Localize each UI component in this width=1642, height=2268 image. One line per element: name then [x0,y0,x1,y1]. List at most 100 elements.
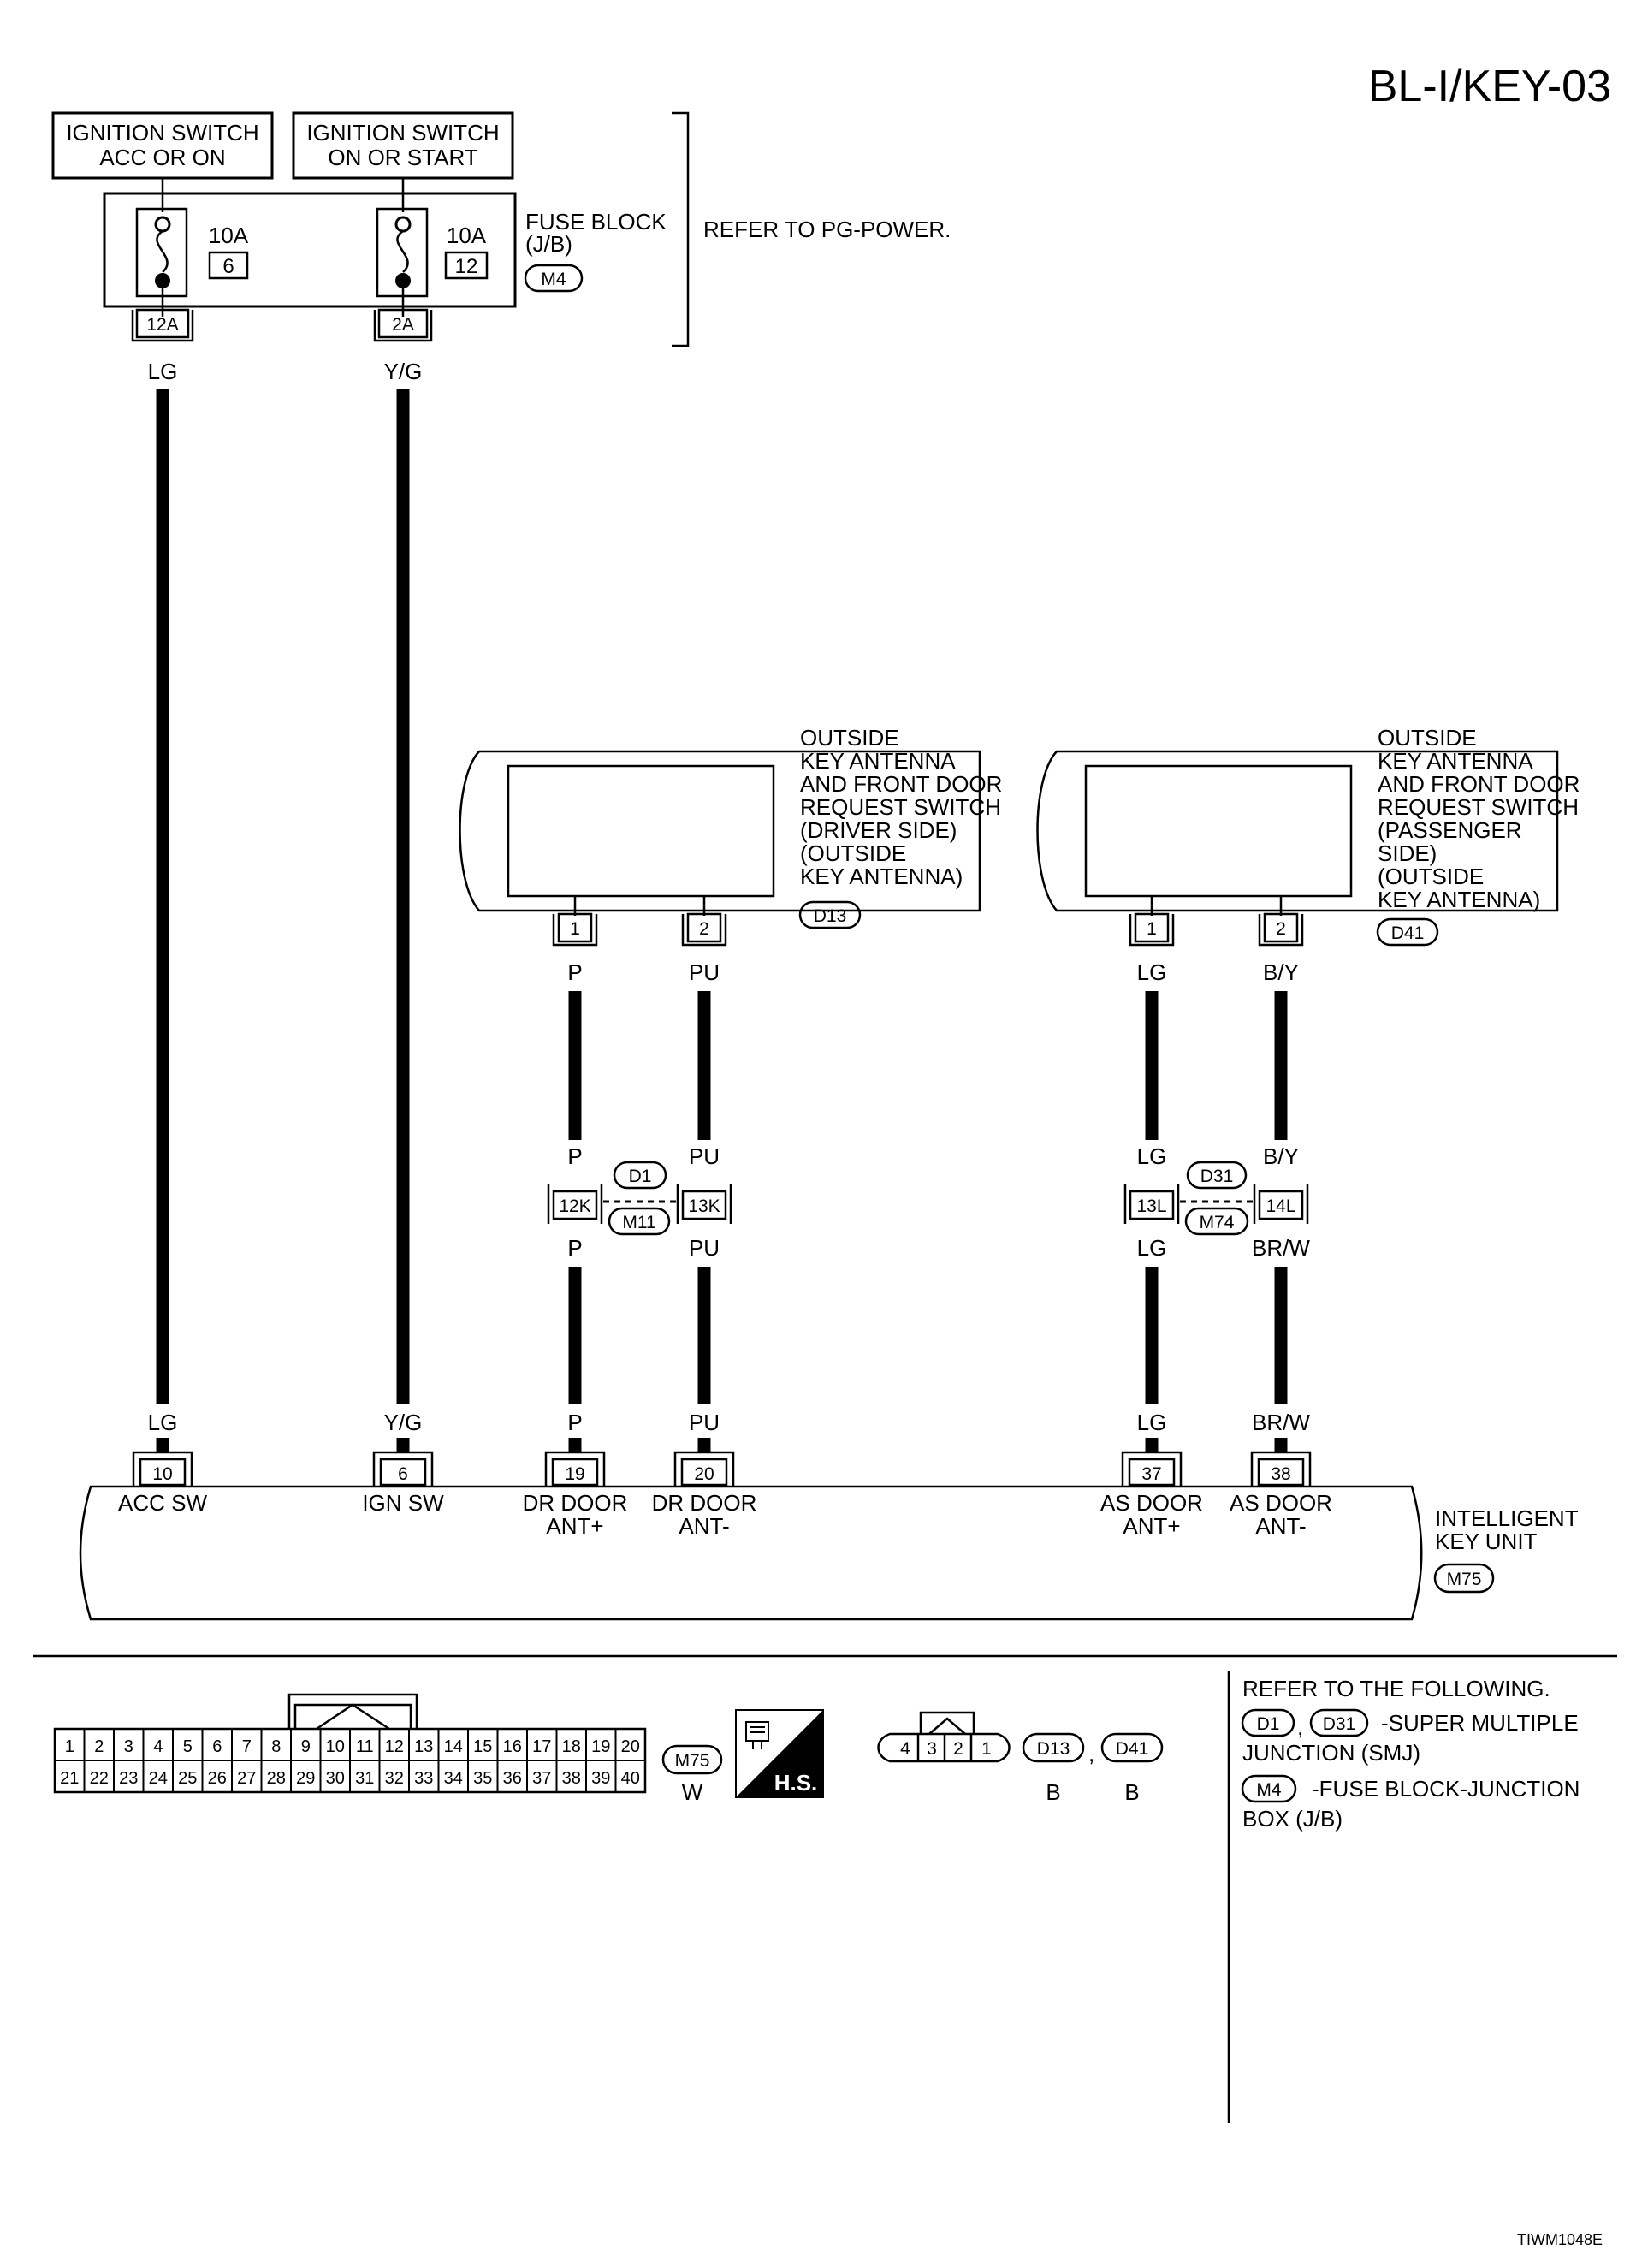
figure-id: TIWM1048E [1517,2231,1603,2248]
svg-text:D31: D31 [1323,1714,1356,1734]
m75-pin-5: 5 [183,1737,193,1756]
svg-text:(PASSENGER: (PASSENGER [1378,817,1522,843]
svg-text:M4: M4 [1256,1780,1281,1800]
svg-text:REQUEST SWITCH: REQUEST SWITCH [1378,794,1579,820]
svg-text:INTELLIGENT: INTELLIGENT [1435,1505,1579,1531]
svg-text:37: 37 [1141,1464,1161,1484]
svg-text:DR DOOR: DR DOOR [652,1490,757,1516]
svg-text:B: B [1046,1779,1060,1805]
svg-text:IGN SW: IGN SW [362,1490,444,1516]
m75-pin-7: 7 [242,1737,252,1756]
svg-text:(J/B): (J/B) [525,231,572,257]
m75-pin-6: 6 [212,1737,222,1756]
svg-text:OUTSIDE: OUTSIDE [1378,725,1477,751]
ignition-switch-acc: IGNITION SWITCH ACC OR ON [51,111,274,180]
ignition-switch-start: IGNITION SWITCH ON OR START [292,111,514,180]
svg-text:10: 10 [152,1464,172,1484]
svg-text:ANT+: ANT+ [546,1513,603,1539]
m75-face-color: W [682,1779,703,1805]
m75-pin-23: 23 [119,1769,138,1788]
fuse-1-terminal: 12A [146,315,178,335]
svg-text:B/Y: B/Y [1263,1143,1299,1169]
svg-text:B/Y: B/Y [1263,959,1299,985]
m75-pin-20: 20 [621,1737,640,1756]
svg-text:,: , [1297,1714,1303,1740]
m75-pin-22: 22 [90,1769,109,1788]
m75-pin-38: 38 [562,1769,581,1788]
svg-text:(OUTSIDE: (OUTSIDE [1378,864,1484,889]
d13-face-id: D13 [1037,1739,1070,1759]
svg-text:ANT-: ANT- [1255,1513,1306,1539]
svg-text:6: 6 [398,1464,408,1484]
harness-side-icon: H.S. [735,1709,824,1798]
d41-face-id: D41 [1116,1739,1149,1759]
svg-text:JUNCTION (SMJ): JUNCTION (SMJ) [1242,1740,1420,1766]
m75-pin-24: 24 [149,1769,168,1788]
smj-d31-id: D31 [1200,1167,1234,1186]
svg-text:ON OR START: ON OR START [328,145,477,170]
svg-text:PU: PU [689,1235,720,1261]
m75-pin-31: 31 [355,1769,374,1788]
antenna-passenger-side: OUTSIDE KEY ANTENNA AND FRONT DOOR REQUE… [1036,725,1580,1404]
antenna-driver-side: OUTSIDE KEY ANTENNA AND FRONT DOOR REQUE… [459,725,1002,1404]
passenger-antenna-connector-id: D41 [1391,923,1425,943]
m75-pin-8: 8 [271,1737,281,1756]
m75-pin-32: 32 [385,1769,404,1788]
svg-text:DR DOOR: DR DOOR [523,1490,628,1516]
m75-pin-40: 40 [621,1769,640,1788]
fuse-2-rating: 10A [447,223,487,248]
svg-text:KEY ANTENNA: KEY ANTENNA [800,748,956,774]
m75-pin-15: 15 [473,1737,492,1756]
page-code: BL-I/KEY-03 [1368,62,1611,111]
svg-text:P: P [567,1235,582,1261]
m75-pin-26: 26 [208,1769,227,1788]
m75-pin-29: 29 [296,1769,315,1788]
svg-text:ANT+: ANT+ [1123,1513,1180,1539]
m75-pin-25: 25 [178,1769,197,1788]
refer-pg-power-note: REFER TO PG-POWER. [703,217,951,242]
svg-text:IGNITION SWITCH: IGNITION SWITCH [306,120,499,145]
svg-text:AS DOOR: AS DOOR [1100,1490,1203,1516]
svg-text:BR/W: BR/W [1252,1235,1310,1261]
m75-face-id: M75 [675,1751,710,1771]
m75-pin-3: 3 [124,1737,133,1756]
svg-text:ACC OR ON: ACC OR ON [99,145,225,170]
svg-text:LG: LG [148,1410,178,1435]
svg-text:1: 1 [981,1739,992,1759]
m75-pin-19: 19 [591,1737,610,1756]
m75-pin-1: 1 [65,1737,74,1756]
fuse-2-number: 12 [455,255,478,278]
m75-pin-34: 34 [444,1769,463,1788]
m75-pin-11: 11 [356,1737,374,1756]
fuse-2-terminal: 2A [392,315,414,335]
svg-text:20: 20 [694,1464,714,1484]
svg-text:FUSE BLOCK: FUSE BLOCK [525,209,667,235]
svg-text:2: 2 [699,919,709,939]
svg-text:1: 1 [570,919,580,939]
svg-text:3: 3 [927,1739,937,1759]
m75-pin-17: 17 [532,1737,551,1756]
svg-text:B: B [1124,1779,1139,1805]
svg-text:19: 19 [565,1464,584,1484]
intelligent-key-unit: ACC SW IGN SW DR DOOR ANT+ DR DOOR ANT- … [79,1485,1579,1621]
svg-text:(DRIVER SIDE): (DRIVER SIDE) [800,817,957,843]
svg-text:,: , [1088,1741,1094,1766]
svg-text:PU: PU [689,1143,720,1169]
svg-text:PU: PU [689,959,720,985]
svg-text:BR/W: BR/W [1252,1410,1310,1435]
svg-text:OUTSIDE: OUTSIDE [800,725,899,751]
svg-text:P: P [567,959,582,985]
svg-text:LG: LG [1137,1410,1167,1435]
reference-notes: REFER TO THE FOLLOWING. D1 , D31 -SUPER … [1241,1676,1580,1832]
svg-text:ACC SW: ACC SW [118,1490,207,1516]
svg-text:4: 4 [900,1739,910,1759]
m75-pin-13: 13 [414,1737,433,1756]
svg-text:REFER TO THE FOLLOWING.: REFER TO THE FOLLOWING. [1242,1676,1550,1701]
svg-text:Y/G: Y/G [384,1410,423,1435]
m75-pin-16: 16 [503,1737,522,1756]
smj-m11-id: M11 [622,1213,655,1232]
svg-text:2: 2 [1276,919,1286,939]
m75-pin-27: 27 [237,1769,256,1788]
